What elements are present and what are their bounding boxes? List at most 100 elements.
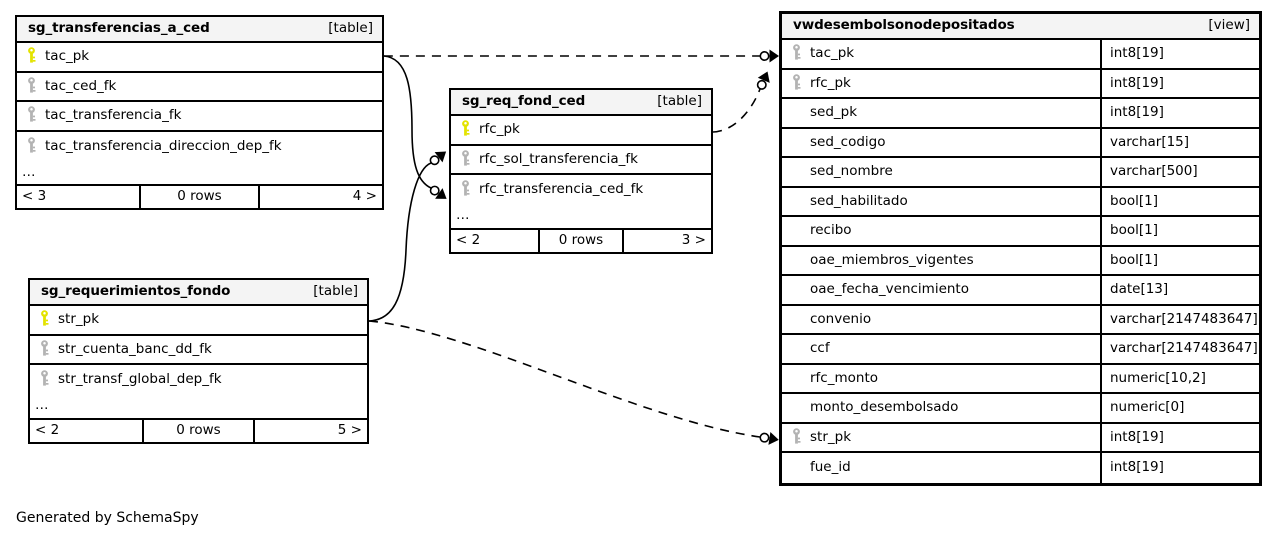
entity-kind-label: [view] (1208, 17, 1250, 34)
column-type: varchar[2147483647] (1100, 305, 1259, 333)
entity-columns: str_pk str_cuenta_banc_dd_fk str_transf_gl… (30, 306, 367, 395)
primary-key-icon (26, 47, 37, 67)
crowsfoot-arrow (769, 49, 779, 63)
column-key-cell (782, 371, 808, 386)
entity-kind-label: [table] (313, 283, 358, 300)
key-spacer (791, 460, 802, 475)
column-name: oae_miembros_vigentes (810, 253, 974, 267)
column-name: str_transf_global_dep_fk (58, 373, 222, 387)
column-row[interactable]: rfc_sol_transferencia_fk (451, 146, 711, 175)
column-row[interactable]: str_pk (30, 306, 367, 336)
entity-title: vwdesembolsonodepositados (793, 17, 1015, 34)
column-name: sed_codigo (810, 135, 886, 149)
footer-parents-count[interactable]: < 2 (456, 231, 481, 248)
column-row[interactable]: tac_ced_fk (17, 73, 382, 102)
column-key-cell (451, 120, 477, 140)
more-columns-indicator: … (30, 395, 367, 420)
column-key-cell (782, 73, 808, 94)
crowsfoot-arrow (434, 151, 447, 163)
crowsfoot-arrow (768, 432, 779, 445)
key-spacer (791, 194, 802, 209)
column-row[interactable]: str_cuenta_banc_dd_fk (30, 336, 367, 365)
relationship-line (383, 55, 432, 189)
column-name: rfc_pk (810, 76, 851, 90)
entity-sg_req_fond_ced[interactable]: sg_req_fond_ced[table]rfc_pk rfc_sol_tran… (449, 88, 713, 254)
column-name: rfc_sol_transferencia_fk (479, 152, 638, 166)
key-spacer (791, 312, 802, 327)
column-name: str_pk (58, 313, 100, 327)
entity-columns: rfc_pk rfc_sol_transferencia_fk rfc_transf… (451, 116, 711, 205)
column-key-cell (30, 339, 56, 360)
column-key-cell (782, 282, 808, 297)
foreign-key-icon (39, 370, 50, 390)
column-name: sed_habilitado (810, 194, 908, 208)
column-row[interactable]: tac_transferencia_direccion_dep_fk (17, 132, 382, 162)
footer-children-count[interactable]: 4 > (352, 188, 377, 205)
column-row[interactable]: sed_habilitado bool[1] (782, 187, 1259, 217)
footer-parents-count[interactable]: < 3 (22, 188, 47, 205)
column-key-cell (782, 105, 808, 120)
column-name: tac_transferencia_fk (45, 109, 182, 123)
entity-header-sg_requerimientos_fondo[interactable]: sg_requerimientos_fondo [table] (30, 280, 367, 306)
column-row[interactable]: tac_transferencia_fk (17, 102, 382, 132)
column-row[interactable]: rfc_transferencia_ced_fk (451, 175, 711, 205)
optional-cardinality-circle (759, 432, 770, 443)
entity-sg_transferencias_a_ced[interactable]: sg_transferencias_a_ced[table] tac_pk tac_… (15, 15, 384, 210)
footer-children-count[interactable]: 5 > (337, 421, 362, 438)
column-name: monto_desembolsado (810, 401, 959, 415)
footer-children-count[interactable]: 3 > (681, 231, 706, 248)
entity-header-sg_transferencias_a_ced[interactable]: sg_transferencias_a_ced[table] (17, 17, 382, 43)
column-type: int8[19] (1100, 423, 1259, 451)
column-key-cell (17, 106, 43, 126)
optional-cardinality-circle (429, 155, 440, 166)
footer-row-count: 0 rows (142, 419, 255, 442)
column-name: tac_ced_fk (45, 79, 117, 93)
relationship-tac_pk-to-view-tac_pk (384, 49, 779, 63)
more-columns-indicator: … (17, 161, 382, 186)
column-key-cell (782, 341, 808, 356)
column-name: rfc_transferencia_ced_fk (479, 183, 644, 197)
footer-parents-count[interactable]: < 2 (35, 421, 60, 438)
column-name: convenio (810, 312, 872, 326)
column-name: fue_id (810, 461, 851, 475)
crowsfoot-arrow (757, 71, 770, 83)
entity-kind-label: [table] (657, 93, 702, 110)
column-row[interactable]: rfc_pk (451, 116, 711, 146)
foreign-key-icon (791, 427, 802, 448)
column-name: sed_pk (810, 106, 858, 120)
column-type: int8[19] (1100, 40, 1259, 68)
key-spacer (791, 371, 802, 386)
column-row[interactable]: convenio varchar[2147483647] (782, 305, 1259, 335)
column-key-cell (17, 47, 43, 67)
column-name: tac_pk (45, 50, 90, 64)
entity-header-vwdesembolsonodepositados[interactable]: vwdesembolsonodepositados [view] (782, 14, 1259, 40)
optional-cardinality-circle (429, 185, 440, 196)
column-key-cell (782, 194, 808, 209)
entity-title: sg_requerimientos_fondo (41, 283, 231, 300)
column-row[interactable]: tac_pk (17, 43, 382, 73)
column-name: oae_fecha_vencimiento (810, 283, 969, 297)
column-row[interactable]: str_transf_global_dep_fk (30, 365, 367, 395)
entity-header-sg_req_fond_ced[interactable]: sg_req_fond_ced[table] (451, 90, 711, 116)
column-type: bool[1] (1100, 187, 1259, 215)
entity-footer: < 2 0 rows 5 > (30, 419, 367, 442)
